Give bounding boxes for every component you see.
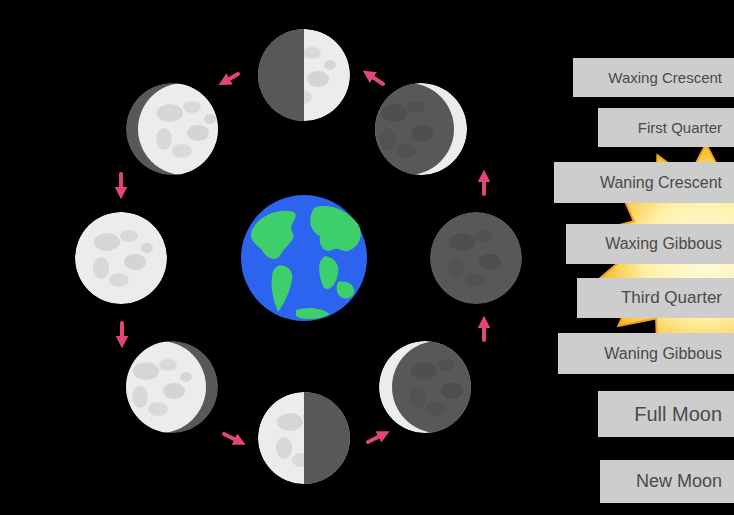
phase-name: Waxing Crescent [608, 69, 722, 86]
moon [362, 83, 467, 175]
earth [241, 195, 367, 321]
moon [379, 341, 484, 433]
phase-name: Waning Gibbous [604, 345, 722, 363]
moon [430, 212, 522, 304]
moon [258, 391, 351, 485]
phase-label-box: Waxing Crescent [573, 58, 734, 97]
moon [257, 28, 350, 122]
phase-label-box: Waning Crescent [554, 162, 734, 203]
phase-name: First Quarter [638, 119, 722, 136]
phase-name: New Moon [636, 471, 722, 492]
moon [126, 83, 230, 175]
phase-label-box: First Quarter [598, 108, 734, 147]
phase-name: Third Quarter [621, 288, 722, 308]
orbit-arrows [121, 74, 484, 442]
phase-label-box: Waxing Gibbous [566, 224, 734, 264]
moon [114, 341, 218, 433]
phase-label-box: Full Moon [598, 391, 734, 437]
phase-name: Waning Crescent [600, 174, 722, 192]
phase-label-box: New Moon [600, 460, 734, 503]
phase-label-box: Third Quarter [577, 278, 734, 318]
phase-label-box: Waning Gibbous [558, 333, 734, 374]
phase-name: Full Moon [634, 403, 722, 426]
phase-name: Waxing Gibbous [605, 235, 722, 253]
moon [75, 212, 167, 304]
